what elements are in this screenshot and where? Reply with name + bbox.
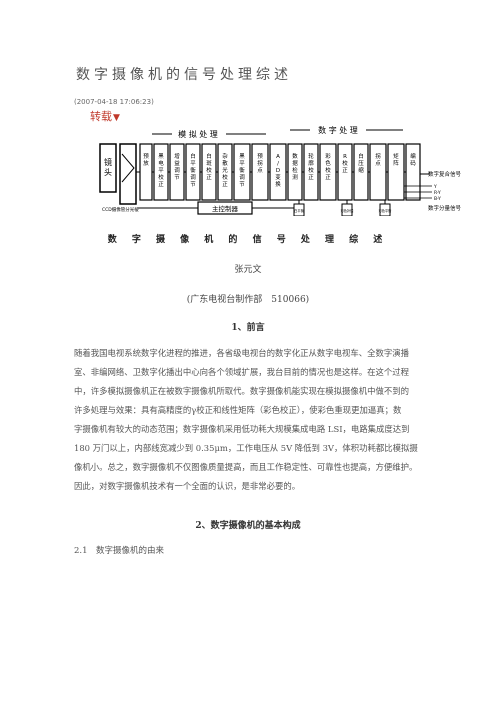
paragraph-line: 随着我国电视系统数字化进程的推进，各省级电视台的数字化正从数字电视车、全数字演播 bbox=[74, 348, 409, 358]
section-heading-intro: 1、前言 bbox=[231, 323, 265, 333]
diagram-bottom-label: 白平衡 bbox=[294, 208, 304, 213]
diagram-bottom-label: 彩色补偿 bbox=[341, 208, 355, 213]
signal-processing-diagram: 模 拟 处 理 数 字 处 理 镜头 CCD摄像管分光棱 预放 黑电平校正 增益调节… bbox=[99, 125, 462, 216]
diagram-block-label: 白平衡调节 bbox=[190, 152, 196, 188]
paragraph-line: 180 万门以上，内部线宽减少到 0.35μm，工作电压从 5V 降低到 3V，… bbox=[74, 443, 418, 453]
output-ry: R-Y bbox=[434, 190, 441, 196]
diagram-block bbox=[139, 143, 153, 201]
section-heading-structure: 2、数字摄像机的基本构成 bbox=[195, 521, 301, 531]
diagram-block-label: 白压缩 bbox=[358, 152, 364, 174]
output-component: 数字分量信号 bbox=[428, 204, 462, 212]
author-affiliation: (广东电视台制作部 510066) bbox=[186, 295, 310, 305]
figure-caption: 数 字 摄 像 机 的 信 号 处 理 综 述 bbox=[107, 235, 389, 245]
diagram-block-label: 黑电平校正 bbox=[158, 153, 164, 188]
output-by: B-Y bbox=[434, 196, 441, 202]
paragraph-line: 许多処理与效果：具有高精度的γ校正和线性矩阵（彩色校正），使彩色重现更加逼真；数 bbox=[74, 405, 402, 415]
diagram-block-label: 编码 bbox=[410, 152, 416, 167]
controller-label: 主控制器 bbox=[212, 204, 239, 213]
diagram-block-label: 拐点 bbox=[375, 152, 381, 167]
diagram-block-label: 白斑校正 bbox=[206, 152, 212, 181]
diagram-block-label: 数据检测 bbox=[292, 152, 298, 181]
diagram-block-label: 预放 bbox=[143, 152, 149, 167]
group-analog-label: 模 拟 处 理 bbox=[178, 129, 218, 139]
paragraph-line: 中，许多模拟摄像机正在被数字摄像机所取代。数字摄像机能实现在模拟摄像机中做不到的 bbox=[74, 386, 409, 396]
paragraph-line: 因此，对数字摄像机技术有一个全面的认识，是非常必要的。 bbox=[74, 481, 301, 491]
post-date: (2007-04-18 17:06:23) bbox=[74, 98, 154, 106]
output-y: Y bbox=[433, 184, 437, 190]
diagram-block-label: 杂散光校正 bbox=[222, 152, 228, 188]
intro-paragraph: 随着我国电视系统数字化进程的推进，各省级电视台的数字化正从数字电视车、全数字演播… bbox=[74, 344, 436, 496]
diagram-block bbox=[387, 143, 405, 201]
diagram-block-label: 预拐点 bbox=[257, 152, 263, 174]
article-title: 数字摄像机的信号处理综述 bbox=[76, 67, 292, 83]
prism-label: CCD摄像管分光棱 bbox=[102, 206, 139, 213]
repost-link[interactable]: 转载▼ bbox=[90, 108, 120, 124]
group-digital-label: 数 字 处 理 bbox=[318, 125, 358, 135]
diagram-block-label: 黑平衡调节 bbox=[239, 153, 245, 188]
repost-label: 转载 bbox=[90, 110, 112, 123]
lens-label: 镜头 bbox=[104, 157, 112, 177]
diagram-block-label: 轮廓校正 bbox=[308, 152, 314, 181]
output-composite: 数字复合信号 bbox=[428, 170, 462, 178]
triangle-down-icon: ▼ bbox=[113, 113, 120, 123]
diagram-block-label: 彩色校正 bbox=[325, 152, 331, 181]
diagram-bottom-label: 彩色平衡 bbox=[379, 208, 393, 213]
paragraph-line: 像机小。总之，数字摄像机不仅图像质量提高，而且工作稳定性、可靠性也提高，方便维护… bbox=[74, 462, 418, 472]
paragraph-line: 室、非编网络、卫数字化播出中心向各个领域扩展，我台目前的情况也是这样。在这个过程 bbox=[74, 367, 409, 377]
subsection-heading: 2.1 数字摄像机的由来 bbox=[74, 546, 165, 556]
diagram-block bbox=[369, 143, 387, 201]
diagram-block-label: 矩阵 bbox=[393, 152, 399, 167]
diagram-block-label: 增益调节 bbox=[174, 152, 180, 181]
author-name: 张元文 bbox=[234, 265, 262, 275]
paragraph-line: 字摄像机有较大的动态范围；数字摄像机采用低功耗大规模集成电路 LSI，电路集成度… bbox=[74, 424, 410, 434]
